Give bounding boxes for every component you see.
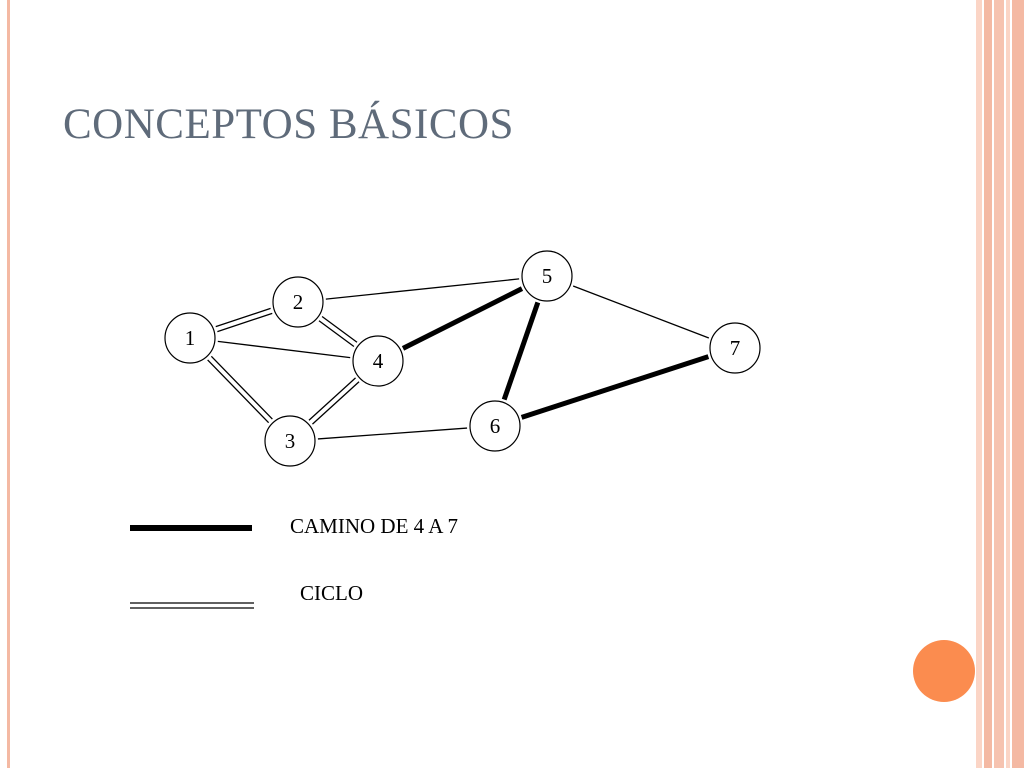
node-label-6: 6 (490, 414, 501, 438)
edge-2-4 (318, 316, 358, 347)
node-label-4: 4 (373, 349, 384, 373)
node-label-3: 3 (285, 429, 296, 453)
node-label-5: 5 (542, 264, 553, 288)
node-7: 7 (709, 322, 761, 374)
edge-5-7 (572, 285, 710, 339)
edge-6-7 (520, 354, 710, 420)
left-decorative-rule (7, 0, 10, 768)
node-3: 3 (264, 415, 316, 467)
right-band-stripe-3 (994, 0, 1004, 768)
node-label-7: 7 (730, 336, 741, 360)
edge-4-3 (308, 377, 360, 425)
edge-3-6 (317, 427, 468, 440)
node-1: 1 (164, 312, 216, 364)
corner-decorative-dot (913, 640, 975, 702)
graph-diagram: 1 2 3 4 5 6 7 (130, 250, 761, 609)
edge-layer (207, 278, 710, 440)
edge-2-5 (325, 278, 520, 300)
legend-cycle-label: CICLO (300, 581, 363, 605)
node-5: 5 (521, 250, 573, 302)
edge-4-5 (401, 286, 524, 351)
right-band-stripe-1 (976, 0, 982, 768)
legend-path-label: CAMINO DE 4 A 7 (290, 514, 459, 538)
edge-3-1 (207, 355, 273, 424)
node-label-1: 1 (185, 326, 196, 350)
node-layer: 1 2 3 4 5 6 7 (164, 250, 761, 467)
edge-5-6 (501, 301, 541, 401)
slide-title: CONCEPTOS BÁSICOS (63, 101, 514, 148)
edge-1-4 (217, 340, 351, 359)
edge-1-2 (215, 307, 273, 333)
right-band-stripe-5 (1012, 0, 1024, 768)
legend-cycle-line (130, 602, 254, 609)
node-2: 2 (272, 276, 324, 328)
node-6: 6 (469, 400, 521, 452)
right-band-stripe-4 (1006, 0, 1010, 768)
node-label-2: 2 (293, 290, 304, 314)
node-4: 4 (352, 335, 404, 387)
right-band-stripe-2 (984, 0, 992, 768)
